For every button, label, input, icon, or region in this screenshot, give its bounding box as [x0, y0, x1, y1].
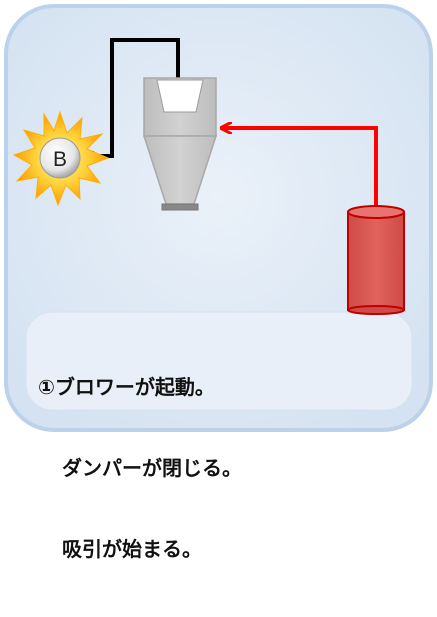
material-tank [347, 205, 405, 315]
caption-text: ①ブロワーが起動。 ダンパーが閉じる。 吸引が始まる。 [28, 314, 412, 561]
suction-line [222, 128, 378, 212]
caption-line-2: ダンパーが閉じる。 [62, 456, 242, 480]
blower-ball [39, 137, 81, 179]
damper [156, 79, 204, 113]
diagram-svg: B [4, 4, 433, 432]
hopper-cyclone [142, 77, 218, 211]
blower: B [12, 110, 110, 207]
caption-box [25, 311, 413, 411]
blower-label: B [53, 148, 67, 171]
caption-line-3: 吸引が始まる。 [62, 537, 202, 561]
caption-line-1: ①ブロワーが起動。 [38, 375, 215, 399]
diagram-canvas: B ①ブロワーが起動。 ダンパーが閉じる。 吸引が始まる。 [4, 4, 433, 561]
